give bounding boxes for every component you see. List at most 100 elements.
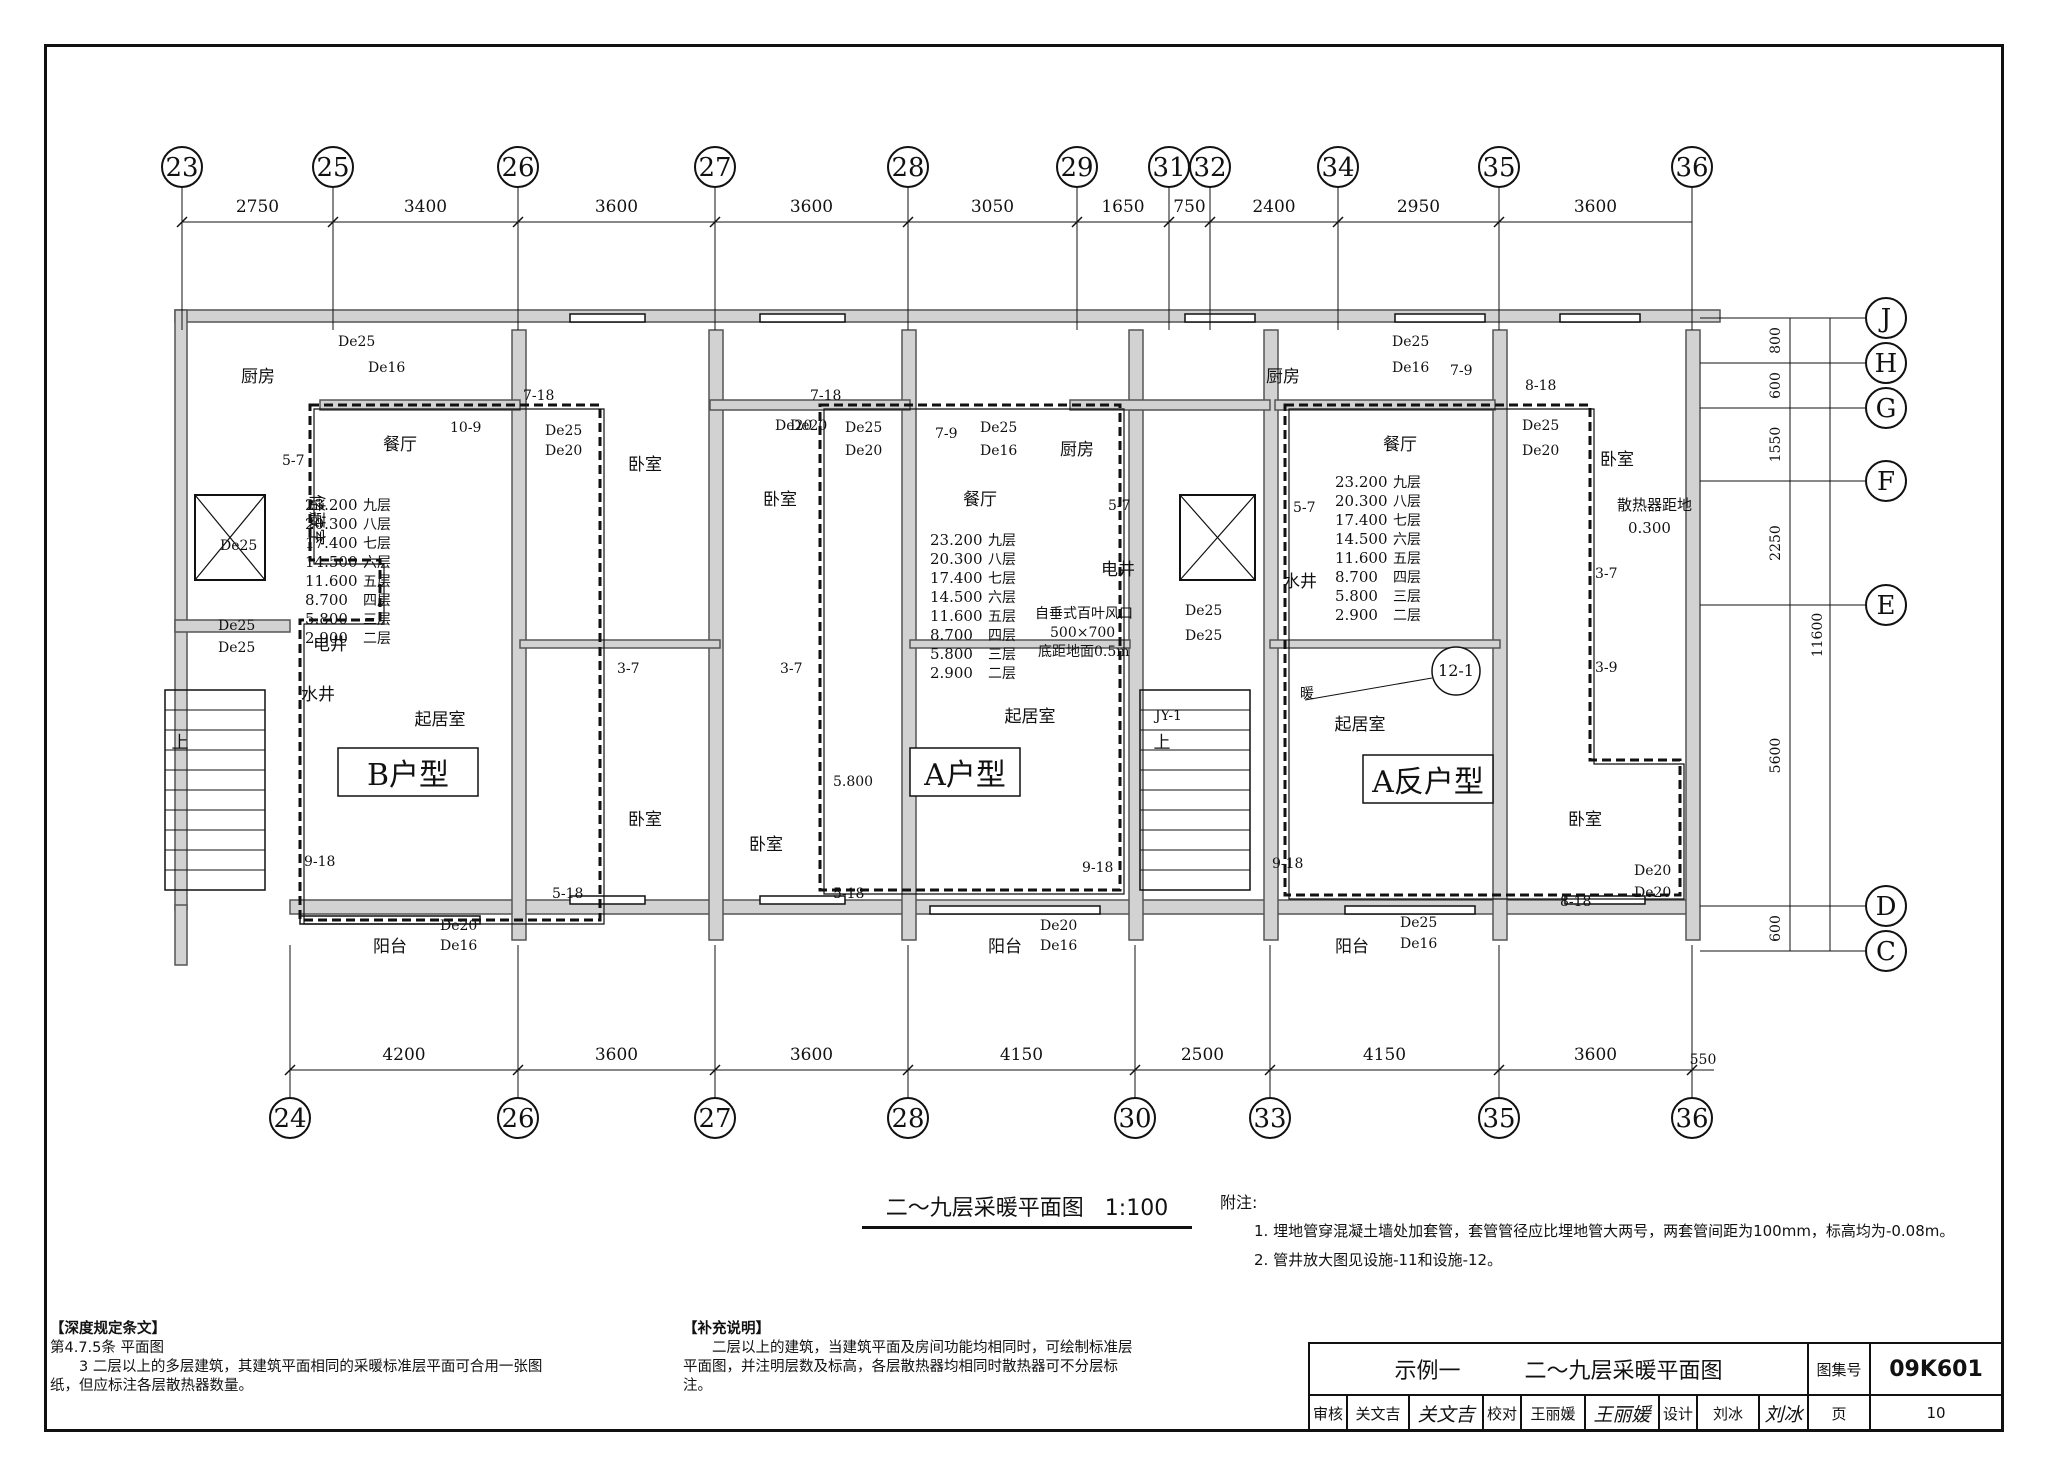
grid-label-25: 25 <box>316 153 349 183</box>
level-elev-2-0: 23.200 <box>1335 473 1388 491</box>
dim-bottom-4: 2500 <box>1181 1045 1224 1065</box>
level-elev-1-1: 20.300 <box>930 550 983 568</box>
grid-label-23: 23 <box>165 153 198 183</box>
pipe-label-18: De20 <box>1522 443 1559 459</box>
depth-rule-block: 【深度规定条文】 第4.7.5条 平面图 3 二层以上的多层建筑，其建筑平面相同… <box>50 1320 550 1396</box>
grid-bubble-bottom-30 <box>1114 1097 1156 1139</box>
pipe-label-32: 3-7 <box>780 661 803 677</box>
heating-pipes <box>298 403 1685 925</box>
grid-bubble-23 <box>161 146 203 188</box>
window-8 <box>1344 905 1476 915</box>
pipe-label-12: De16 <box>980 443 1017 459</box>
wall-segment-0 <box>174 309 1721 323</box>
room-stair-up-a: 上 <box>1154 733 1171 753</box>
drawing-frame <box>44 44 2004 1432</box>
pipe-label-23: De20 <box>1040 918 1077 934</box>
pipe-label-4: De25 <box>218 618 255 634</box>
dim-bottom-5: 4150 <box>1363 1045 1406 1065</box>
level-floor-0-0: 九层 <box>363 498 391 514</box>
level-elev-1-0: 23.200 <box>930 531 983 549</box>
dim-bottom-3: 4150 <box>1000 1045 1043 1065</box>
review-label: 审核 <box>1308 1394 1348 1432</box>
checker-name: 王丽媛 <box>1520 1394 1586 1432</box>
grid-bubble-bottom-26 <box>497 1097 539 1139</box>
elevator-cross <box>1179 494 1256 581</box>
dim-top-0: 2750 <box>236 197 279 217</box>
level-floor-0-1: 八层 <box>363 517 391 533</box>
dim-tick <box>1129 1064 1141 1076</box>
pipe-label-30: 5-7 <box>282 453 305 469</box>
grid-label-right-E: E <box>1877 591 1896 621</box>
wall-segment-9 <box>1263 329 1279 941</box>
title-block: 示例一 二～九层采暖平面图 图集号 09K601 审核 关文吉 关文吉 校对 王… <box>1308 1342 2003 1432</box>
level-elev-2-7: 2.900 <box>1335 606 1378 624</box>
level-elev-0-0: 23.200 <box>305 496 358 514</box>
unit-box-2 <box>1362 754 1494 804</box>
pipe-label-13: De25 <box>1185 603 1222 619</box>
pipe-label-9: De25 <box>845 420 882 436</box>
supplement-text: 二层以上的建筑，当建筑平面及房间功能均相同时，可绘制标准层平面图，并注明层数及标… <box>683 1340 1133 1394</box>
title-block-name: 示例一 二～九层采暖平面图 <box>1308 1342 1809 1396</box>
note-item-2: 2. 管井放大图见设施-11和设施-12。 <box>1254 1251 1503 1269</box>
drawing-title: 二～九层采暖平面图 1:100 <box>862 1190 1192 1229</box>
grid-label-29: 29 <box>1060 153 1093 183</box>
sheet-name: 二～九层采暖平面图 <box>1524 1359 1723 1384</box>
room-living-ar: 起居室 <box>1335 715 1386 735</box>
grid-label-right-F: F <box>1877 467 1895 497</box>
wall-segment-10 <box>1492 329 1508 941</box>
room-bedroom-b4: 卧室 <box>749 835 783 855</box>
pipe-label-40: 8-18 <box>1525 378 1556 394</box>
level-floor-2-2: 七层 <box>1393 513 1421 529</box>
pipe-label-28: 7-18 <box>810 388 841 404</box>
wall-segment-1 <box>174 309 188 911</box>
unit-box-1 <box>909 747 1021 797</box>
wall-segment-2 <box>174 904 188 966</box>
room-bedroom-ar2: 卧室 <box>1568 810 1602 830</box>
dim-top-4: 3050 <box>971 197 1014 217</box>
level-floor-2-1: 八层 <box>1393 494 1421 510</box>
room-bedroom-b2: 卧室 <box>763 490 797 510</box>
dim-bottom-7: 550 <box>1690 1052 1717 1068</box>
grid-bubble-bottom-36 <box>1671 1097 1713 1139</box>
room-dining-ar: 餐厅 <box>1383 435 1417 455</box>
wall-segment-16 <box>519 639 721 649</box>
pipe-label-46: JY-1 <box>1153 708 1182 724</box>
attached-notes: 附注: 1. 埋地管穿混凝土墙处加套管，套管管径应比埋地管大两号，两套管间距为1… <box>1220 1188 2000 1275</box>
unit-type-1: A户型 <box>923 758 1006 793</box>
note-item-1: 1. 埋地管穿混凝土墙处加套管，套管管径应比埋地管大两号，两套管间距为100mm… <box>1254 1222 1955 1240</box>
grid-label-right-J: J <box>1878 304 1891 334</box>
grid-bubble-26 <box>497 146 539 188</box>
grid-bubble-right-C <box>1865 930 1907 972</box>
grid-label-26: 26 <box>501 153 534 183</box>
level-floor-1-3: 六层 <box>988 590 1016 606</box>
supply-pipe-loop-1 <box>818 403 1122 892</box>
grid-bubble-bottom-33 <box>1249 1097 1291 1139</box>
grid-label-bottom-26: 26 <box>501 1104 534 1134</box>
designer-name: 刘冰 <box>1696 1394 1760 1432</box>
grid-bubble-right-D <box>1865 885 1907 927</box>
wall-segment-6 <box>708 329 724 941</box>
grid-bubble-27 <box>694 146 736 188</box>
grid-label-bottom-36: 36 <box>1675 1104 1708 1134</box>
dim-right-1: 600 <box>1768 372 1784 399</box>
pipe-label-43: 5-7 <box>1293 500 1316 516</box>
dim-tick <box>902 216 914 228</box>
pipe-label-45: 3-9 <box>1595 660 1618 676</box>
dim-tick <box>1204 216 1216 228</box>
depth-rule-heading: 【深度规定条文】 <box>50 1321 166 1337</box>
pipe-label-7: De20 <box>775 418 812 434</box>
pipe-label-10: De20 <box>845 443 882 459</box>
window-0 <box>569 313 646 323</box>
dim-tick <box>512 216 524 228</box>
grid-bubble-28 <box>887 146 929 188</box>
depth-rule-text: 3 二层以上的多层建筑，其建筑平面相同的采暖标准层平面可合用一张图纸，但应标注各… <box>50 1359 543 1394</box>
supply-pipe-loop-0 <box>298 403 602 922</box>
grid-label-35: 35 <box>1482 153 1515 183</box>
room-stair-up-b: 上 <box>172 733 189 753</box>
grid-bubble-34 <box>1317 146 1359 188</box>
pipe-label-36: 7-9 <box>935 426 958 442</box>
pipe-label-31: 3-7 <box>617 661 640 677</box>
page-label: 页 <box>1807 1394 1871 1432</box>
level-floor-1-0: 九层 <box>988 533 1016 549</box>
grid-bubble-bottom-35 <box>1478 1097 1520 1139</box>
